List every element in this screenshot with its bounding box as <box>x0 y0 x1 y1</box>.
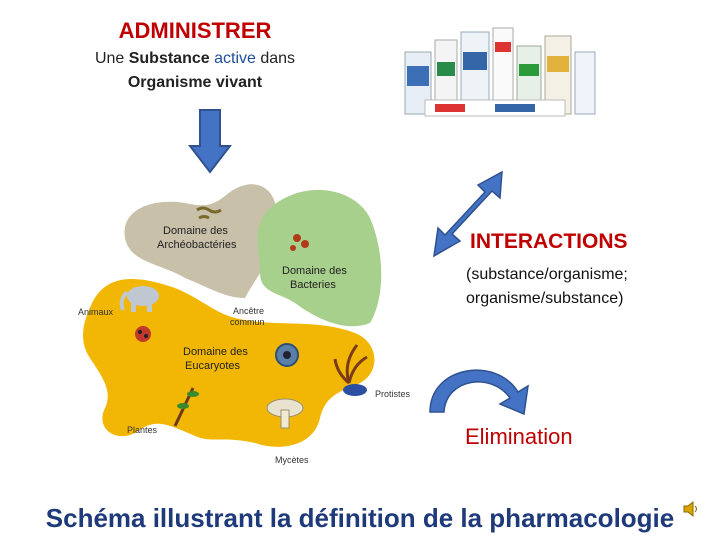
subtitle-active: active <box>209 50 256 67</box>
bacteria-domain-shape <box>257 189 382 327</box>
interactions-line-2: organisme/substance) <box>466 290 624 307</box>
seaweed-icon <box>333 344 368 385</box>
ladybug-icon <box>135 326 151 342</box>
subtitle-line-2: Organisme vivant <box>127 74 263 91</box>
ancestor-label-2: commun <box>230 317 265 327</box>
cell-icon <box>275 343 299 367</box>
interactions-title: INTERACTIONS <box>470 230 628 253</box>
drug-products-image <box>404 27 596 117</box>
protist-icon <box>343 384 367 396</box>
eukaryotes-label-2: Eucaryotes <box>185 360 241 372</box>
subtitle-line-1: Une Substance active dans <box>40 50 350 68</box>
plantes-label: Plantes <box>127 425 158 435</box>
mushroom-icon <box>266 398 304 429</box>
bacteria-microbe-icon <box>290 234 309 251</box>
tree-of-life-diagram: Domaine des Archéobactéries Domaine des … <box>78 184 411 465</box>
bacteria-label-1: Domaine des <box>282 265 347 277</box>
double-headed-arrow-icon <box>433 170 503 258</box>
protistes-label: Protistes <box>375 389 411 399</box>
mycetes-label: Mycètes <box>275 455 309 465</box>
curved-arrow-icon <box>429 369 529 416</box>
subtitle-text-a: Une <box>94 50 129 67</box>
eukaryotes-label-1: Domaine des <box>183 346 248 358</box>
bacteria-label-2: Bacteries <box>290 279 336 291</box>
archaea-domain-shape <box>124 184 278 298</box>
subtitle-substance: Substance <box>128 50 210 67</box>
elimination-label: Elimination <box>465 424 573 449</box>
archaea-label-2: Archéobactéries <box>157 239 237 251</box>
plant-branch-icon <box>173 387 199 427</box>
archaea-microbe-icon <box>196 206 222 220</box>
elephant-icon <box>119 286 159 312</box>
speaker-icon[interactable] <box>682 500 702 518</box>
administer-title: ADMINISTRER <box>118 18 272 43</box>
animaux-label: Animaux <box>78 307 114 317</box>
interactions-line-1: (substance/organisme; <box>466 266 628 283</box>
figure-caption: Schéma illustrant la définition de la ph… <box>45 503 675 533</box>
ancestor-label-1: Ancêtre <box>233 306 264 316</box>
archaea-label-1: Domaine des <box>163 225 228 237</box>
down-arrow-icon <box>188 109 232 174</box>
subtitle-dans: dans <box>255 50 296 67</box>
